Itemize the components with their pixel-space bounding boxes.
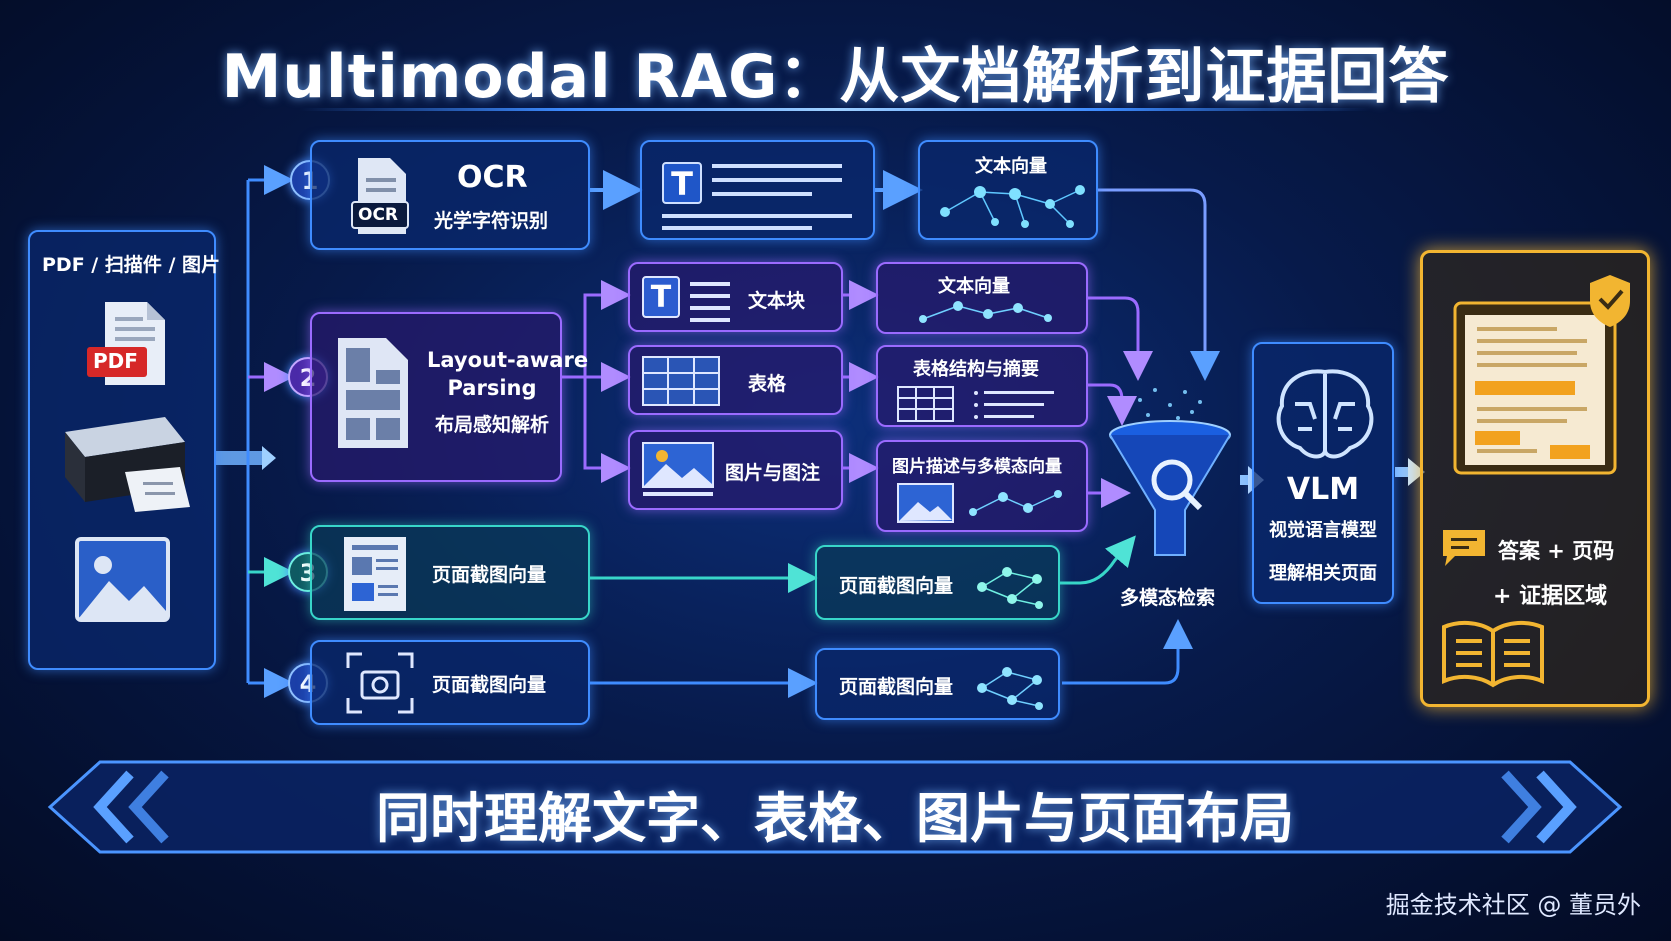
banner-text: 同时理解文字、表格、图片与页面布局	[376, 787, 1294, 850]
vlm-title: VLM	[1286, 472, 1360, 507]
layout-item-text: T 文本块	[628, 262, 843, 332]
layout-title-line1: Layout-aware	[427, 348, 589, 372]
vlm-box: VLM 视觉语言模型 理解相关页面	[1252, 342, 1394, 604]
answer-panel: 答案 + 页码 + 证据区域	[1420, 250, 1650, 707]
vector-graph-icon	[977, 667, 1043, 710]
title-underline	[300, 108, 1370, 111]
page-screenshot-icon	[344, 537, 406, 611]
text-block-t-icon: T	[642, 276, 680, 318]
retrieval-funnel-icon	[1100, 380, 1240, 570]
watermark-footer: 掘金技术社区 @ 董员外	[1385, 891, 1641, 919]
text-vector-label-1: 文本向量	[975, 156, 1047, 177]
input-label: PDF / 扫描件 / 图片	[42, 254, 221, 276]
vector-graph-icon	[919, 301, 1052, 323]
image-caption-icon	[642, 442, 714, 496]
answer-line1: 答案 + 页码	[1498, 539, 1615, 563]
vector-graph-icon	[940, 185, 1085, 228]
screenshot-vec-label-3: 页面截图向量	[839, 575, 954, 597]
screenshot-vec-box-4: 页面截图向量	[815, 648, 1060, 720]
answer-line2: + 证据区域	[1493, 584, 1608, 609]
layout-vec-text-label: 文本向量	[938, 276, 1010, 297]
evidence-document-icon	[1453, 275, 1630, 475]
layout-item-text-label: 文本块	[748, 290, 806, 312]
screenshot-label-3: 页面截图向量	[432, 564, 547, 586]
image-icon	[75, 537, 170, 622]
layout-subtitle: 布局感知解析	[434, 414, 549, 436]
layout-vec-image: 图片描述与多模态向量	[876, 440, 1088, 532]
camera-icon	[346, 652, 414, 714]
ocr-text-output: T	[640, 140, 875, 240]
layout-vec-table: 表格结构与摘要	[876, 345, 1088, 427]
screenshot-vec-label-4: 页面截图向量	[839, 676, 954, 698]
retrieval-label: 多模态检索	[1120, 587, 1216, 609]
ocr-subtitle: 光学字符识别	[434, 210, 549, 232]
screenshot-box-3: 页面截图向量	[310, 525, 590, 620]
layout-item-table: 表格	[628, 345, 843, 415]
vlm-line2: 理解相关页面	[1269, 563, 1377, 584]
layout-item-image: 图片与图注	[628, 430, 843, 510]
layout-vec-table-label: 表格结构与摘要	[913, 359, 1039, 380]
chat-bubble-icon	[1443, 530, 1485, 566]
layout-title-line2: Parsing	[447, 376, 537, 400]
table-icon	[642, 356, 720, 406]
scanner-icon	[55, 412, 195, 522]
screenshot-label-4: 页面截图向量	[432, 674, 547, 696]
screenshot-vec-box-3: 页面截图向量	[815, 545, 1060, 620]
layout-item-table-label: 表格	[748, 373, 787, 395]
layout-vec-image-label: 图片描述与多模态向量	[892, 457, 1062, 477]
brain-icon	[1276, 369, 1374, 459]
text-vector-box-1: 文本向量	[918, 140, 1098, 240]
ocr-icon-text: OCR	[358, 205, 399, 225]
text-lines-icon	[690, 282, 730, 322]
vlm-line1: 视觉语言模型	[1269, 520, 1377, 541]
text-t-icon: T	[662, 162, 702, 204]
pdf-badge: PDF	[93, 349, 138, 373]
table-summary-icon	[897, 386, 1054, 422]
vector-graph-icon	[977, 567, 1043, 609]
ocr-box: OCR OCR 光学字符识别	[310, 140, 590, 250]
text-lines-icon	[662, 164, 852, 230]
pdf-file-icon: PDF	[85, 297, 175, 387]
layout-item-image-label: 图片与图注	[725, 462, 821, 484]
ocr-title: OCR	[457, 160, 528, 195]
layout-parsing-box: Layout-aware Parsing 布局感知解析	[310, 312, 589, 482]
screenshot-box-4: 页面截图向量	[310, 640, 590, 725]
page-title: Multimodal RAG：从文档解析到证据回答	[221, 42, 1450, 112]
ocr-doc-icon: OCR	[350, 156, 410, 236]
layout-vec-text: 文本向量	[876, 262, 1088, 334]
image-vector-icon	[897, 483, 1062, 523]
input-panel: PDF / 扫描件 / 图片 PDF	[28, 230, 220, 670]
open-book-icon	[1442, 620, 1544, 688]
layout-doc-icon	[334, 334, 412, 452]
bottom-banner: 同时理解文字、表格、图片与页面布局	[40, 752, 1630, 862]
